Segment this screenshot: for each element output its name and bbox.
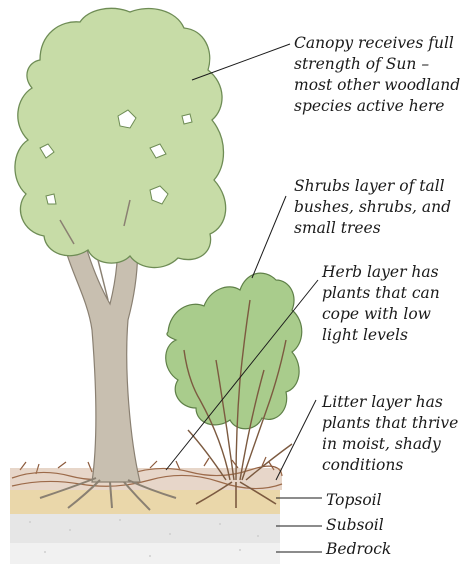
topsoil-label: Topsoil [326,490,382,511]
shrubs-label: Shrubs layer of tall bushes, shrubs, and… [294,176,470,239]
herb-label: Herb layer has plants that can cope with… [322,262,470,346]
shrub-foliage [166,273,302,429]
subsoil-label: Subsoil [326,515,384,536]
tree-canopy [15,8,226,267]
subsoil-layer [10,513,280,543]
bedrock-label: Bedrock [326,539,391,560]
litter-label: Litter layer has plants that thrive in m… [322,392,470,476]
tree-trunk [64,224,140,482]
canopy-label: Canopy receives full strength of Sun – m… [294,33,470,117]
bedrock-layer [10,542,280,564]
